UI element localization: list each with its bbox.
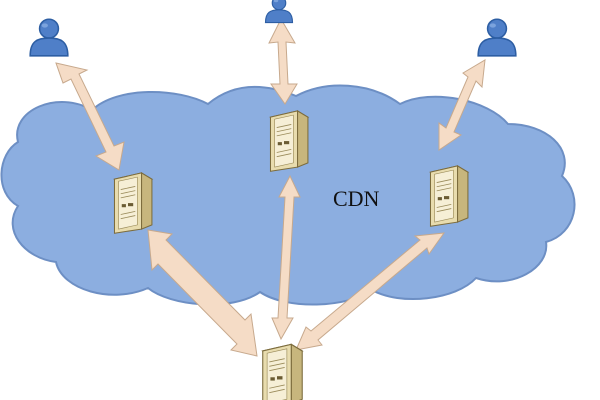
user-icon [264,0,294,24]
arrow-user1-server1 [55,62,125,171]
user-icon [29,18,69,57]
arrow-user3-server3 [438,59,486,151]
origin-server [262,343,303,400]
arrow-user2-server2 [268,17,298,105]
server-icon [113,172,153,234]
server-icon [269,110,309,172]
user-icon [477,18,517,57]
edge-server-center [269,110,309,172]
edge-server-left [113,172,153,234]
edge-server-right [429,165,469,227]
arrow-server1-origin [147,229,258,357]
cdn-label: CDN [333,186,380,211]
arrow-server2-origin [271,174,301,341]
server-icon [429,165,469,227]
server-icon [262,343,303,400]
connection-arrows [55,17,486,357]
